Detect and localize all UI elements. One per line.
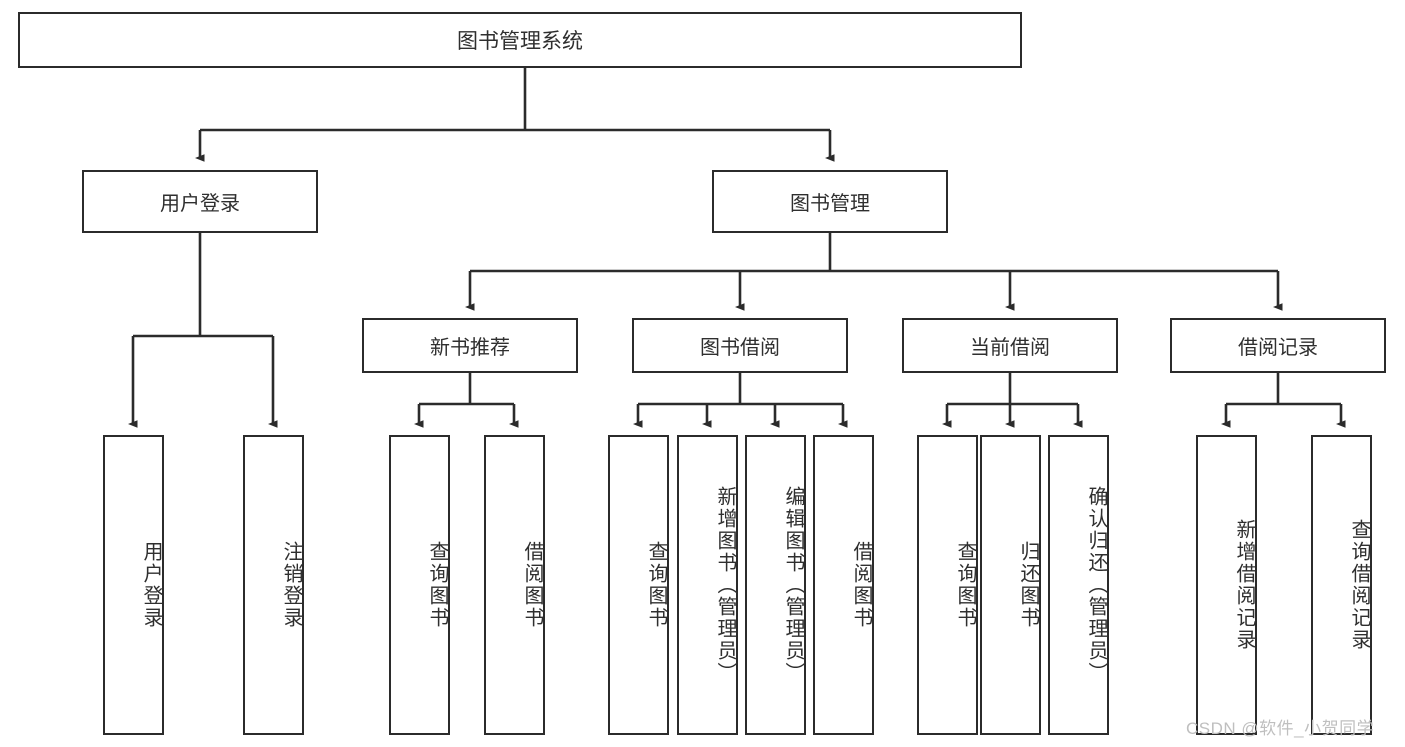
- watermark: CSDN @软件_小贺同学: [1186, 719, 1375, 738]
- node-leaf-edit-book[interactable]: 编辑图书（管理员）: [745, 435, 806, 735]
- node-leaf-query-book-3-label: 查询图书: [954, 541, 976, 629]
- node-leaf-borrow-book-1-label: 借阅图书: [521, 541, 543, 629]
- node-root[interactable]: 图书管理系统: [18, 12, 1022, 68]
- node-leaf-confirm-return-label: 确认归还（管理员）: [1085, 486, 1107, 684]
- node-leaf-query-book-2[interactable]: 查询图书: [608, 435, 669, 735]
- node-leaf-borrow-book-2[interactable]: 借阅图书: [813, 435, 874, 735]
- node-user-login-label: 用户登录: [160, 193, 240, 215]
- node-leaf-return-book[interactable]: 归还图书: [980, 435, 1041, 735]
- node-leaf-add-book-label: 新增图书（管理员）: [714, 486, 736, 684]
- node-root-label: 图书管理系统: [457, 30, 583, 53]
- node-leaf-query-book-1[interactable]: 查询图书: [389, 435, 450, 735]
- node-leaf-add-record[interactable]: 新增借阅记录: [1196, 435, 1257, 735]
- node-book-borrow[interactable]: 图书借阅: [632, 318, 848, 373]
- node-new-book-recommend-label: 新书推荐: [430, 337, 510, 359]
- node-leaf-logout-login[interactable]: 注销登录: [243, 435, 304, 735]
- node-current-borrow[interactable]: 当前借阅: [902, 318, 1118, 373]
- node-borrow-record[interactable]: 借阅记录: [1170, 318, 1386, 373]
- node-leaf-query-record[interactable]: 查询借阅记录: [1311, 435, 1372, 735]
- node-leaf-logout-login-label: 注销登录: [280, 541, 302, 629]
- node-book-management-label: 图书管理: [790, 193, 870, 215]
- node-user-login[interactable]: 用户登录: [82, 170, 318, 233]
- node-book-management[interactable]: 图书管理: [712, 170, 948, 233]
- node-leaf-user-login[interactable]: 用户登录: [103, 435, 164, 735]
- node-leaf-query-book-3[interactable]: 查询图书: [917, 435, 978, 735]
- node-leaf-borrow-book-1[interactable]: 借阅图书: [484, 435, 545, 735]
- node-book-borrow-label: 图书借阅: [700, 337, 780, 359]
- node-leaf-user-login-label: 用户登录: [140, 541, 162, 629]
- node-leaf-add-record-label: 新增借阅记录: [1233, 519, 1255, 651]
- node-borrow-record-label: 借阅记录: [1238, 337, 1318, 359]
- node-leaf-confirm-return[interactable]: 确认归还（管理员）: [1048, 435, 1109, 735]
- node-current-borrow-label: 当前借阅: [970, 337, 1050, 359]
- node-leaf-query-record-label: 查询借阅记录: [1348, 519, 1370, 651]
- node-new-book-recommend[interactable]: 新书推荐: [362, 318, 578, 373]
- node-leaf-add-book[interactable]: 新增图书（管理员）: [677, 435, 738, 735]
- node-leaf-return-book-label: 归还图书: [1017, 541, 1039, 629]
- node-leaf-query-book-2-label: 查询图书: [645, 541, 667, 629]
- node-leaf-borrow-book-2-label: 借阅图书: [850, 541, 872, 629]
- node-leaf-query-book-1-label: 查询图书: [426, 541, 448, 629]
- node-leaf-edit-book-label: 编辑图书（管理员）: [782, 486, 804, 684]
